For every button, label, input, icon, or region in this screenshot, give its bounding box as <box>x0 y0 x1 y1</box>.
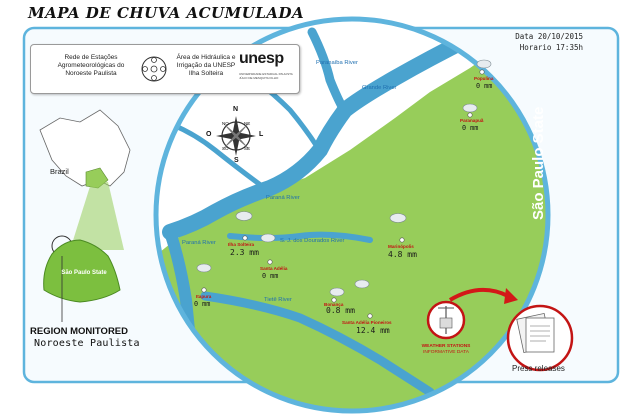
station-marker-marinopolis <box>399 237 405 243</box>
station-marker-populina <box>479 69 485 75</box>
cloud-icon <box>354 279 370 289</box>
info-panel: Rede de Estações Agrometeorológicas do N… <box>30 44 300 94</box>
weather-stations-label[interactable]: WEATHER STATIONS INFORMATIVE DATA <box>421 344 471 356</box>
unesp-logo: unesp <box>239 50 284 67</box>
station-name-bonanca: Bonança <box>324 302 344 307</box>
parana-river <box>162 30 478 240</box>
compass-so: SO <box>222 146 229 151</box>
sp-state-label: São Paulo State <box>61 270 107 276</box>
river-label-grande: Grande River <box>362 85 397 91</box>
station-name-pioneiros: Santa Adélia Pioneiros <box>342 320 392 325</box>
press-arrow <box>448 288 509 302</box>
cloud-icon <box>389 213 407 223</box>
compass-south: S <box>234 157 239 164</box>
station-reading-populina: 0 mm <box>476 82 493 90</box>
brazil-inset <box>39 109 131 322</box>
station-name-santa-adelia: Santa Adélia <box>260 266 288 271</box>
weather-station-icon[interactable] <box>426 300 466 340</box>
network-name: Rede de Estações Agrometeorológicas do N… <box>57 54 125 77</box>
department-name: Área de Hidráulica e Irrigação da UNESP … <box>176 54 236 77</box>
station-marker-ilha-solteira <box>242 235 248 241</box>
weather-stations-subtitle: INFORMATIVE DATA <box>423 350 469 355</box>
paranaiba-branch <box>307 27 350 117</box>
compass-north: N <box>233 106 239 113</box>
station-reading-ilha-solteira: 2.3 mm <box>230 248 259 257</box>
state-label: São Paulo State <box>530 106 547 220</box>
tiete-river <box>200 291 435 397</box>
station-reading-bonanca: 0.8 mm <box>326 306 355 315</box>
station-name-paranapua: Paranapuã <box>460 118 484 123</box>
station-marker-pioneiros <box>367 313 373 319</box>
press-releases-link[interactable]: Press releases <box>512 364 565 373</box>
river-label-paranaiba: Paranaíba River <box>316 60 358 66</box>
compass-se: SE <box>244 146 251 151</box>
cloud-icon <box>235 211 253 221</box>
station-marker-santa-adelia <box>267 259 273 265</box>
sp-state-inset <box>43 239 121 303</box>
station-name-itapura: Itapura <box>196 294 212 299</box>
station-reading-marinopolis: 4.8 mm <box>388 250 417 259</box>
dourados-river <box>227 231 373 243</box>
cloud-icon <box>462 103 478 113</box>
station-marker-paranapua <box>467 112 473 118</box>
station-marker-bonanca <box>331 297 337 303</box>
datetime-readout: Data 20/10/2015 Horario 17:35h <box>515 31 583 53</box>
region-monitored-title: REGION MONITORED <box>30 326 128 337</box>
station-reading-itapura: 0 mm <box>194 300 211 308</box>
compass-rose <box>216 116 256 156</box>
cloud-icon <box>196 263 212 273</box>
cloud-icon <box>476 59 492 69</box>
date-label: Data 20/10/2015 <box>515 32 583 41</box>
river-label-dourados: S. J. dos Dourados River <box>280 238 345 244</box>
brazil-label: Brazil <box>50 167 69 176</box>
compass-no: NO <box>222 121 229 126</box>
time-label: Horario 17:35h <box>519 43 583 52</box>
compass-ne: NE <box>244 121 251 126</box>
unesp-tagline: UNIVERSIDADE ESTADUAL PAULISTA JÚLIO DE … <box>239 72 293 80</box>
station-reading-pioneiros: 12.4 mm <box>356 326 390 335</box>
cloud-icon <box>260 233 276 243</box>
river-label-parana-mid: Paraná River <box>266 195 300 201</box>
station-reading-santa-adelia: 0 mm <box>262 272 279 280</box>
weather-icons <box>196 59 492 297</box>
river-label-tiete: Tietê River <box>264 297 292 303</box>
press-releases-icon[interactable] <box>506 304 574 372</box>
map-title: MAPA DE CHUVA ACUMULADA <box>28 4 305 22</box>
region-monitored-name: Noroeste Paulista <box>34 338 140 349</box>
network-logo-icon <box>141 56 167 82</box>
cloud-icon <box>329 287 345 297</box>
station-reading-paranapua: 0 mm <box>462 124 479 132</box>
station-markers[interactable] <box>201 69 485 319</box>
station-name-marinopolis: Marinópolis <box>388 244 414 249</box>
station-name-ilha-solteira: Ilha Solteira <box>228 242 255 247</box>
compass-east: L <box>259 131 264 138</box>
station-name-populina: Populina <box>474 76 494 81</box>
river-label-parana-west: Paraná River <box>182 240 216 246</box>
compass-west: O <box>206 131 212 138</box>
weather-stations-title: WEATHER STATIONS <box>421 344 471 349</box>
station-marker-itapura <box>201 287 207 293</box>
